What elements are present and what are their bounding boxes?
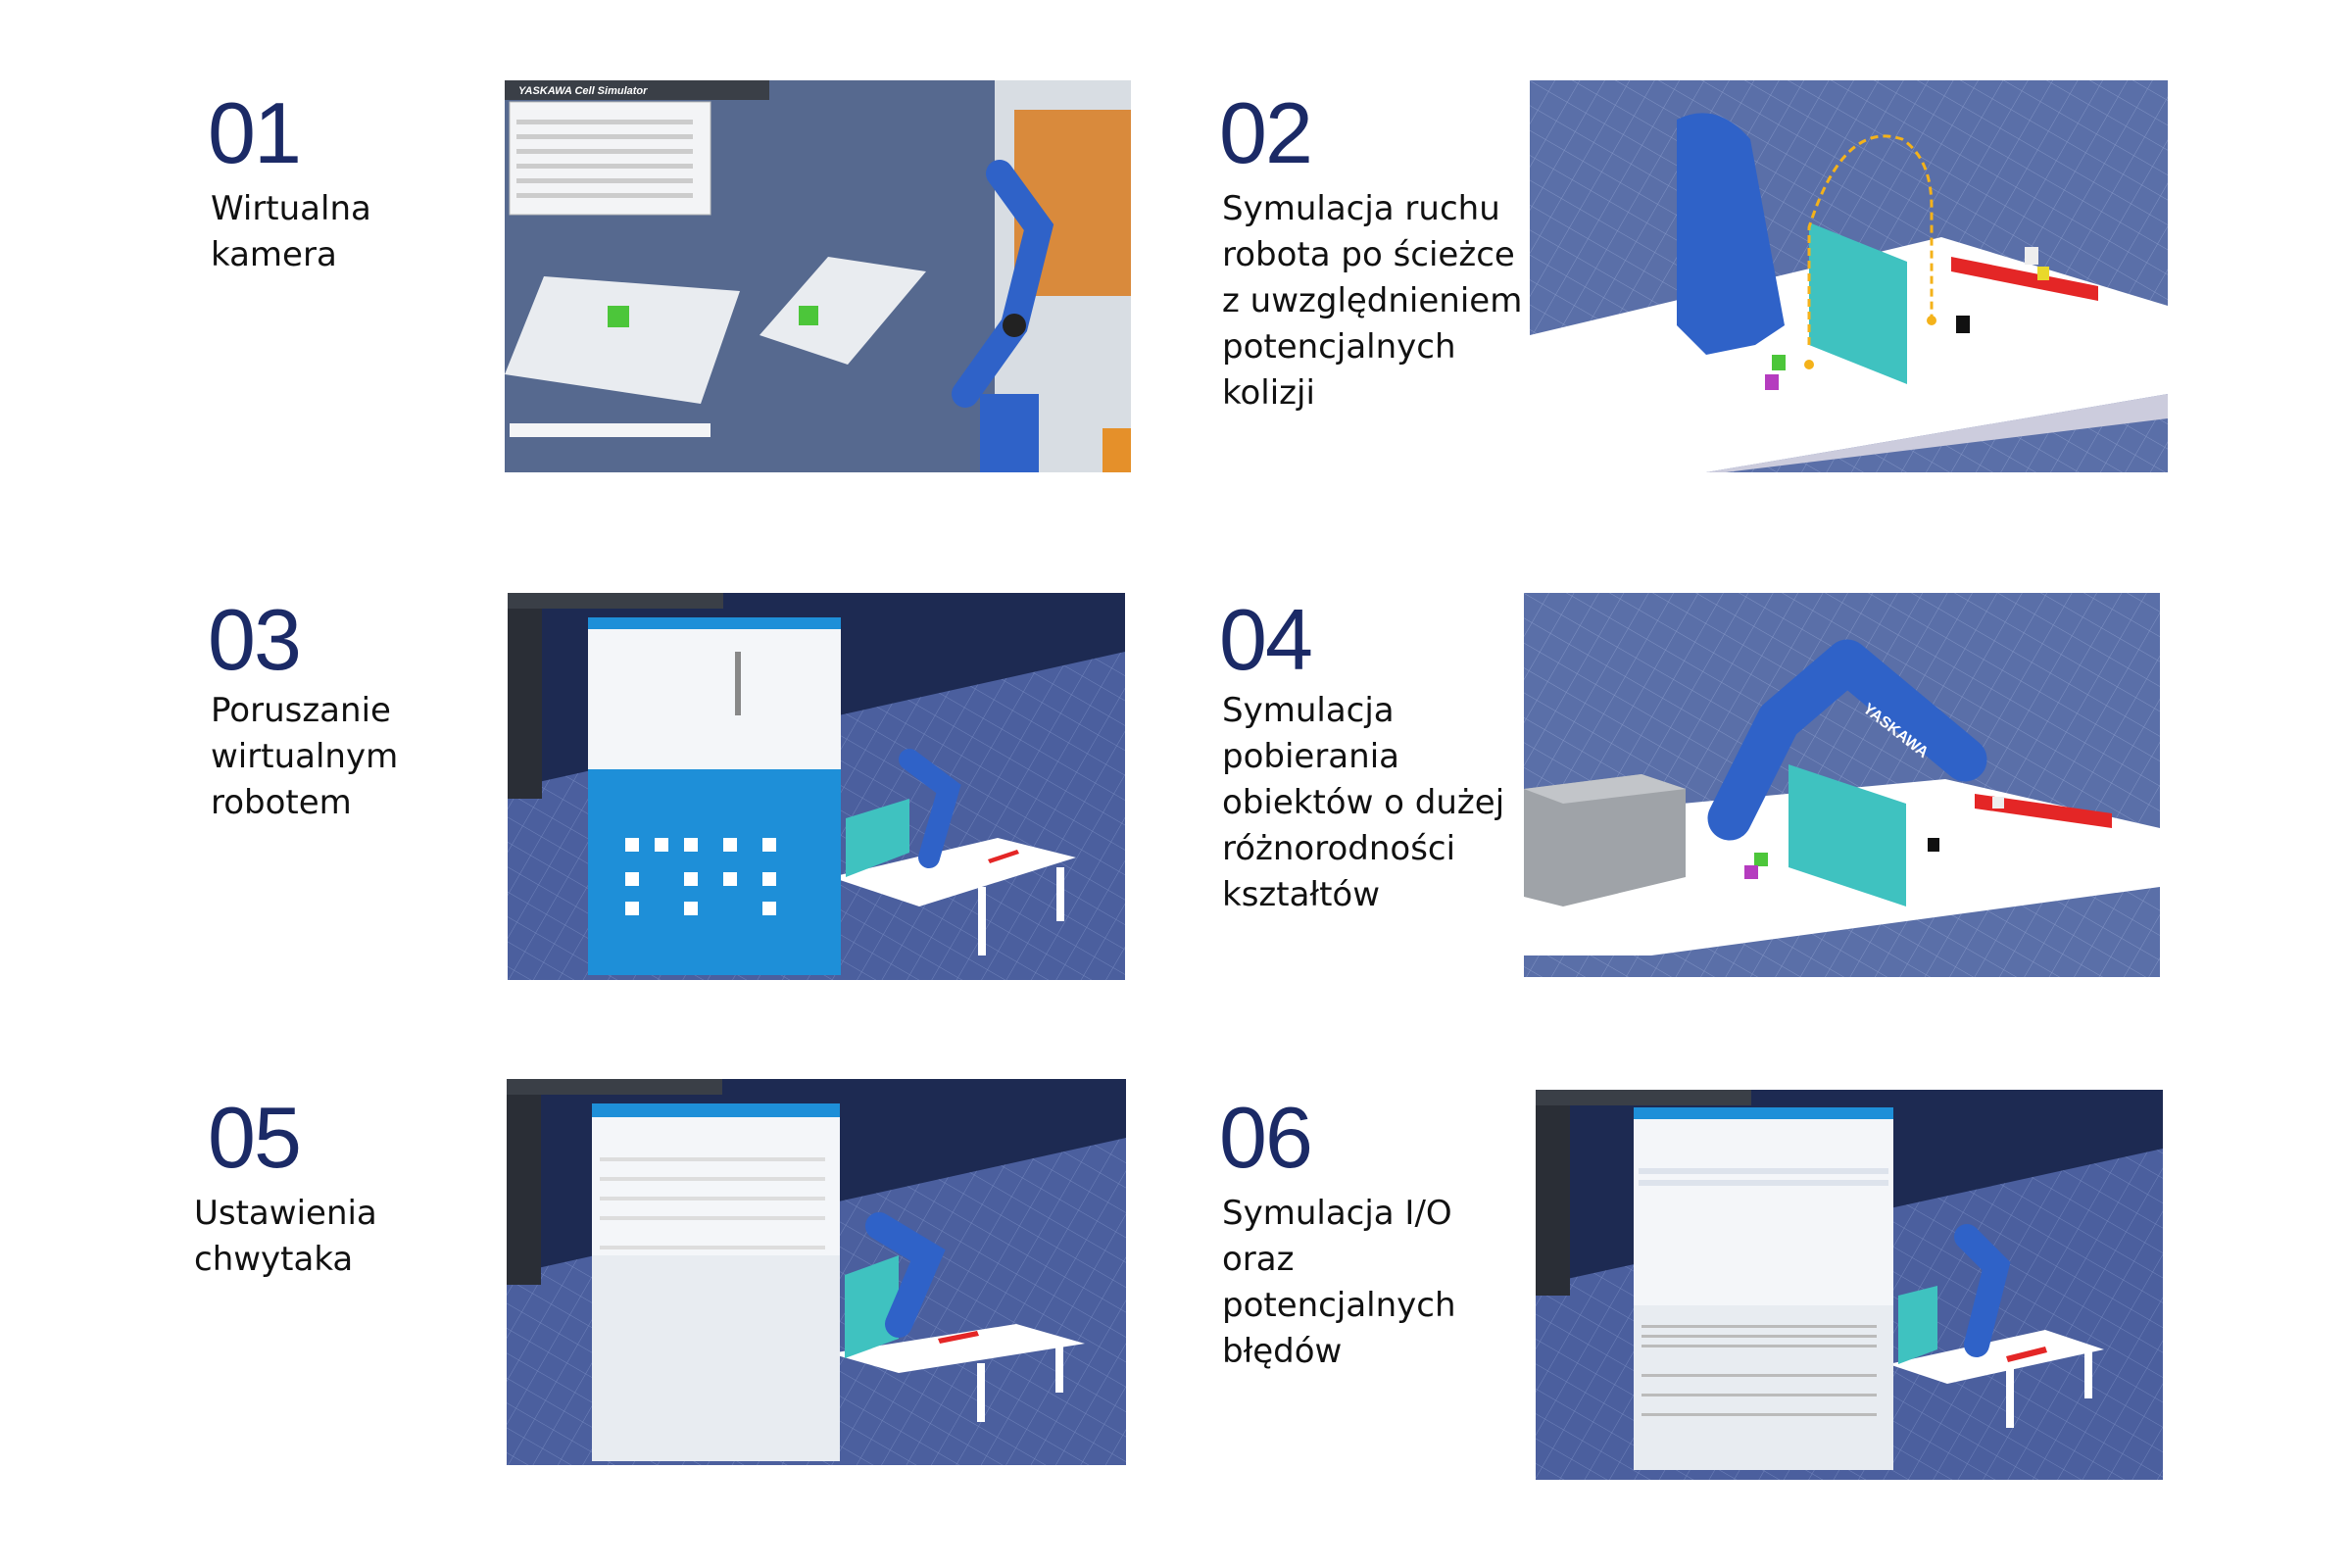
virtual-camera-screenshot: YASKAWA Cell Simulator <box>505 80 1131 472</box>
gripper-settings-screenshot <box>507 1079 1126 1465</box>
item-text-03: Poruszanie wirtualnym robotem <box>211 691 399 822</box>
item-text-01: Wirtualna kamera <box>211 189 371 274</box>
item-number-06: 06 <box>1219 1089 1313 1186</box>
item-text-06: Symulacja I/O oraz potencjalnych błędów <box>1222 1194 1456 1371</box>
item-number-02: 02 <box>1219 84 1313 181</box>
item-number-01: 01 <box>208 84 302 181</box>
picking-simulation-screenshot: YASKAWA <box>1524 593 2160 977</box>
item-text-04: Symulacja pobierania obiektów o dużej ró… <box>1222 691 1505 914</box>
item-text-05: Ustawienia chwytaka <box>194 1194 377 1279</box>
item-number-05: 05 <box>208 1089 302 1186</box>
window-title: YASKAWA Cell Simulator <box>518 85 648 97</box>
item-number-04: 04 <box>1219 591 1313 688</box>
path-simulation-screenshot <box>1530 80 2168 472</box>
robot-jogging-screenshot <box>508 593 1125 980</box>
io-simulation-screenshot <box>1536 1090 2163 1480</box>
item-text-02: Symulacja ruchu robota po ścieżce z uwzg… <box>1222 189 1523 413</box>
item-number-03: 03 <box>208 591 302 688</box>
